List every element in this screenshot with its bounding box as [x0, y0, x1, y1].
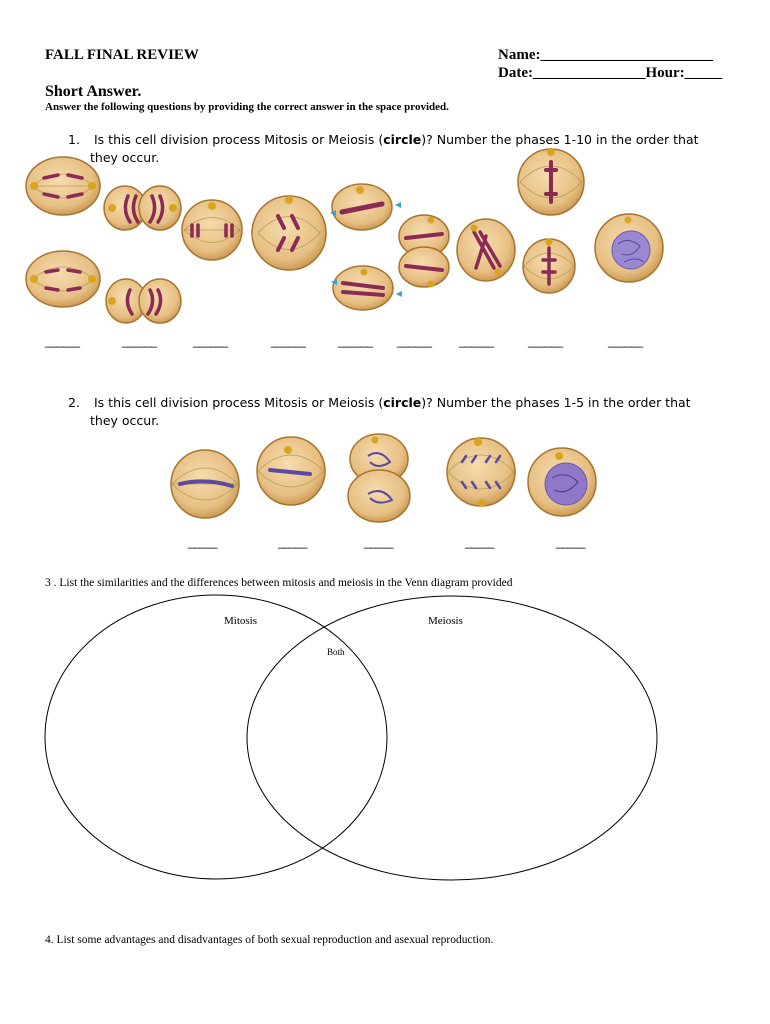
question-number: 2. [68, 395, 80, 410]
cell-image-q2-4 [446, 437, 516, 507]
answer-blank[interactable]: ______ [459, 334, 494, 348]
circle-word: circle [383, 132, 422, 147]
venn-label-both: Both [327, 647, 345, 657]
cell-image-q1-4 [251, 195, 327, 271]
question-number: 1. [68, 132, 80, 147]
cell-image-q2-3 [347, 433, 411, 523]
question-text: )? Number the phases 1-10 in the order t… [421, 132, 699, 147]
cell-image-q1-11 [25, 250, 101, 308]
section-title: Short Answer. [45, 83, 142, 100]
answer-blank[interactable]: ______ [528, 334, 563, 348]
cell-image-q1-10 [594, 213, 664, 283]
question-text-continued: they occur. [90, 150, 160, 165]
answer-blank[interactable]: ______ [338, 334, 373, 348]
venn-right-circle [246, 595, 658, 881]
answer-blank[interactable]: _____ [188, 535, 217, 549]
question-text: )? Number the phases 1-5 in the order th… [421, 395, 691, 410]
answer-blank[interactable]: ______ [45, 334, 80, 348]
section-instructions: Answer the following questions by provid… [45, 101, 449, 113]
question-2: 2. Is this cell division process Mitosis … [68, 394, 728, 430]
answer-blank[interactable]: _____ [278, 535, 307, 549]
cell-image-q1-9 [522, 238, 576, 294]
question-3: 3 . List the similarities and the differ… [45, 577, 513, 589]
name-field[interactable]: Name:_______________________ [498, 47, 713, 63]
question-1: 1. Is this cell division process Mitosis … [68, 131, 728, 167]
venn-left-circle [44, 594, 388, 880]
question-4: 4. List some advantages and disadvantage… [45, 934, 494, 946]
cell-image-q1-12 [105, 278, 182, 324]
venn-label-mitosis: Mitosis [224, 615, 258, 627]
cell-image-q1-8 [517, 148, 585, 216]
cell-image-q2-1 [170, 449, 240, 519]
answer-blank[interactable]: _____ [364, 535, 393, 549]
circle-word: circle [383, 395, 422, 410]
cell-division-illustrations [25, 148, 664, 523]
venn-label-meiosis: Meiosis [428, 615, 463, 627]
cell-image-q1-6 [398, 214, 450, 288]
cell-image-q1-7 [456, 218, 516, 282]
cell-image-q1-3 [181, 199, 243, 261]
answer-blank[interactable]: ______ [122, 334, 157, 348]
answer-blank[interactable]: ______ [271, 334, 306, 348]
cell-image-q1-2 [103, 185, 182, 231]
cell-image-q1-1 [25, 156, 101, 216]
answer-blank[interactable]: ______ [608, 334, 643, 348]
question-text-continued: they occur. [90, 413, 160, 428]
answer-blank[interactable]: ______ [193, 334, 228, 348]
cell-image-q2-2 [256, 436, 326, 506]
date-hour-field[interactable]: Date:_______________Hour:_____ [498, 65, 723, 81]
cell-image-q2-5 [527, 447, 597, 517]
cell-image-q1-5 [330, 183, 401, 231]
answer-blank[interactable]: _____ [465, 535, 494, 549]
question-text: Is this cell division process Mitosis or… [94, 395, 384, 410]
cell-image-q1-13 [331, 265, 402, 311]
page-title: FALL FINAL REVIEW [45, 47, 199, 63]
answer-blank[interactable]: _____ [556, 535, 585, 549]
answer-blank[interactable]: ______ [397, 334, 432, 348]
question-text: Is this cell division process Mitosis or… [94, 132, 384, 147]
